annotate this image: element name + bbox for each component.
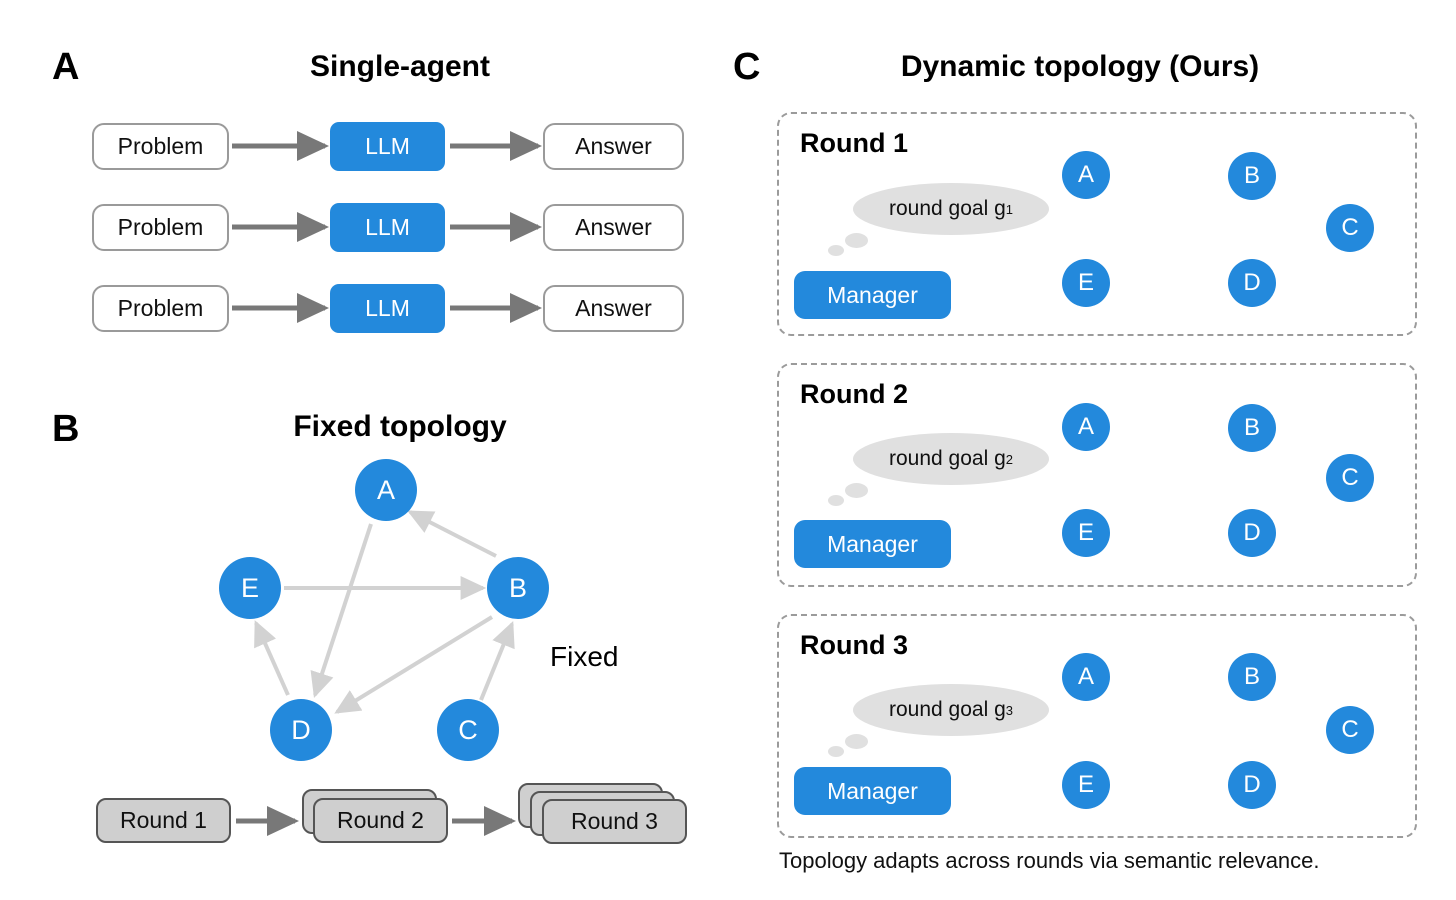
round-2-node-e: E <box>1062 509 1110 557</box>
panel-c-title: Dynamic topology (Ours) <box>900 50 1260 83</box>
panel-b-node-e: E <box>219 557 281 619</box>
round-1-node-d: D <box>1228 259 1276 307</box>
problem-box-2: Problem <box>92 204 229 251</box>
round-1-bubble-dot-small <box>828 245 844 256</box>
round-3-bubble-dot-small <box>828 746 844 757</box>
panel-c-letter: C <box>733 46 761 88</box>
round-3-chip: Round 3 <box>542 799 687 844</box>
round-2-goal-superscript: 2 <box>1005 451 1013 467</box>
round-2-node-a: A <box>1062 403 1110 451</box>
panel-b-graph-edges <box>254 510 515 714</box>
round-2-manager-box: Manager <box>794 520 951 568</box>
problem-box-3: Problem <box>92 285 229 332</box>
round-2-chip: Round 2 <box>313 798 448 843</box>
panel-b-title: Fixed topology <box>293 410 507 443</box>
round-3-node-a: A <box>1062 653 1110 701</box>
round-1-node-b: B <box>1228 152 1276 200</box>
panel-b-node-c: C <box>437 699 499 761</box>
round-1-heading: Round 1 <box>800 128 908 158</box>
round-3-node-d: D <box>1228 761 1276 809</box>
answer-box-3: Answer <box>543 285 684 332</box>
llm-box-1: LLM <box>330 122 445 171</box>
llm-box-2: LLM <box>330 203 445 252</box>
round-1-goal-superscript: 1 <box>1005 201 1013 217</box>
round-3-heading: Round 3 <box>800 630 908 660</box>
panel-b-node-b: B <box>487 557 549 619</box>
panel-a-letter: A <box>52 46 80 88</box>
round-3-bubble-dot-large <box>845 734 868 749</box>
round-1-goal-text: round goal g <box>888 197 1006 220</box>
round-2-heading: Round 2 <box>800 379 908 409</box>
round-1-manager-box: Manager <box>794 271 951 319</box>
round-3-goal-text: round goal g <box>888 698 1006 721</box>
round-3-node-c: C <box>1326 706 1374 754</box>
round-3-goal-superscript: 3 <box>1005 702 1013 718</box>
round-3-node-e: E <box>1062 761 1110 809</box>
round-1-chip: Round 1 <box>96 798 231 843</box>
round-1-bubble-dot-large <box>845 233 868 248</box>
answer-box-2: Answer <box>543 204 684 251</box>
llm-box-3: LLM <box>330 284 445 333</box>
answer-box-1: Answer <box>543 123 684 170</box>
round-2-node-b: B <box>1228 404 1276 452</box>
panel-b-node-d: D <box>270 699 332 761</box>
round-2-bubble-dot-large <box>845 483 868 498</box>
round-2-node-c: C <box>1326 454 1374 502</box>
problem-box-1: Problem <box>92 123 229 170</box>
round-2-bubble-dot-small <box>828 495 844 506</box>
round-1-node-c: C <box>1326 204 1374 252</box>
round-2-goal-text: round goal g <box>888 447 1006 470</box>
round-1-node-e: E <box>1062 259 1110 307</box>
panel-b-node-a: A <box>355 459 417 521</box>
round-1-node-a: A <box>1062 151 1110 199</box>
panel-a-title: Single-agent <box>309 50 490 83</box>
round-3-manager-box: Manager <box>794 767 951 815</box>
fixed-label: Fixed <box>550 641 619 672</box>
panel-b-letter: B <box>52 408 80 450</box>
figure-caption: Topology adapts across rounds via semant… <box>779 848 1320 873</box>
round-2-node-d: D <box>1228 509 1276 557</box>
round-3-node-b: B <box>1228 653 1276 701</box>
